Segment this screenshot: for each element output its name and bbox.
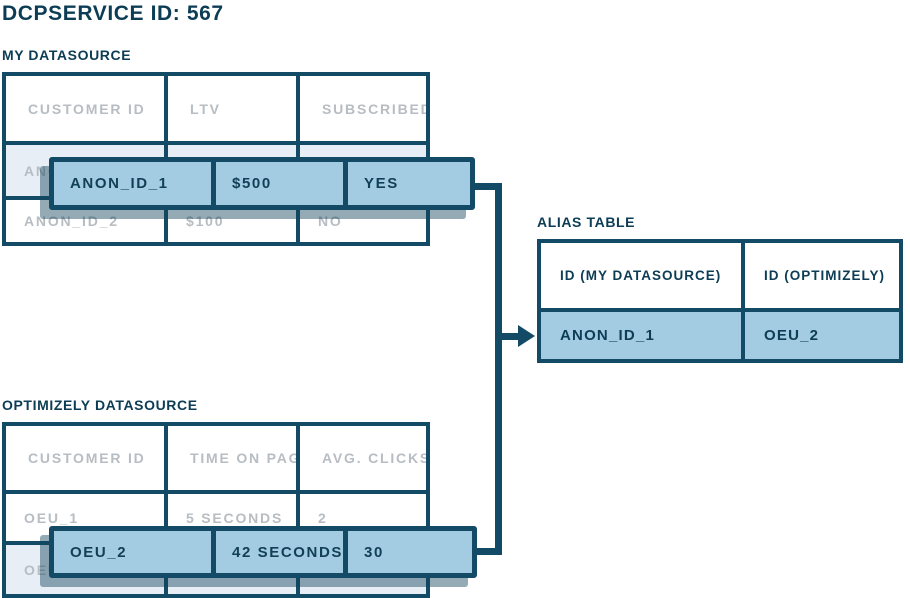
connector-line-branch [495, 333, 520, 340]
connector-line-vertical [495, 183, 502, 555]
column-header: CUSTOMER ID [6, 426, 164, 490]
column-header: AVG. CLICKS [300, 426, 426, 490]
dragged-row-cell: 42 SECONDS [216, 531, 343, 573]
column-header: SUBSCRIBED [300, 76, 426, 141]
dragged-row-cell: YES [348, 162, 470, 205]
dragged-row-cell: OEU_2 [54, 531, 211, 573]
alias-table: ID (MY DATASOURCE) ID (OPTIMIZELY) ANON_… [537, 239, 903, 363]
alias-table-label: ALIAS TABLE [537, 214, 636, 230]
dragged-row-cell: ANON_ID_1 [54, 162, 211, 205]
dragged-row-my-datasource[interactable]: ANON_ID_1 $500 YES [49, 157, 475, 210]
connector-line-top [465, 183, 502, 190]
alias-row-cell: OEU_2 [745, 312, 899, 359]
column-header: LTV [168, 76, 296, 141]
column-header: ID (OPTIMIZELY) [745, 243, 899, 308]
connector-line-bottom [465, 548, 502, 555]
dragged-row-cell: 30 [348, 531, 472, 573]
arrow-right-icon [518, 325, 535, 347]
my-datasource-label: MY DATASOURCE [2, 47, 132, 63]
column-header: CUSTOMER ID [6, 76, 164, 141]
optimizely-datasource-label: OPTIMIZELY DATASOURCE [2, 397, 198, 413]
column-header: ID (MY DATASOURCE) [541, 243, 741, 308]
dragged-row-cell: $500 [216, 162, 343, 205]
page-title: DCPSERVICE ID: 567 [2, 2, 224, 25]
dragged-row-optimizely[interactable]: OEU_2 42 SECONDS 30 [49, 526, 477, 578]
alias-row-cell: ANON_ID_1 [541, 312, 741, 359]
column-header: TIME ON PAGE [168, 426, 296, 490]
